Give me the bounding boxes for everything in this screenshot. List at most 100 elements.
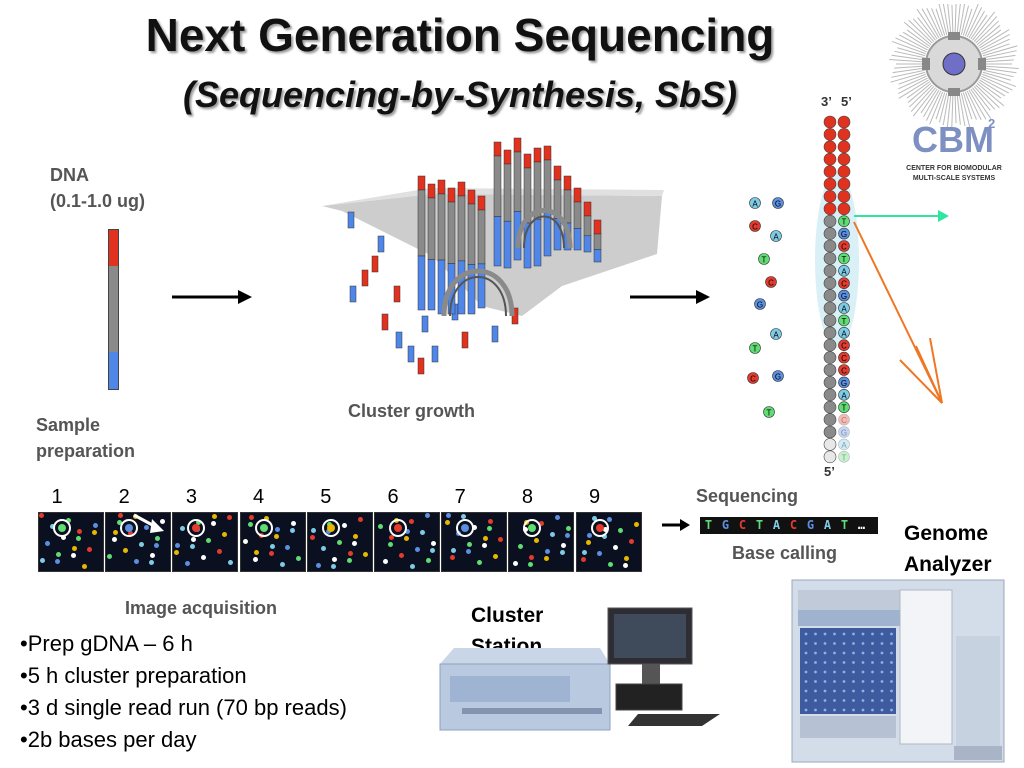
cluster-spot — [399, 553, 404, 558]
cluster-column-top — [417, 175, 426, 191]
strand-nucleotide — [823, 400, 837, 414]
synthesized-base-T — [838, 314, 850, 327]
cluster-spot — [56, 552, 61, 557]
genome-analyzer-label-1: Genome — [904, 522, 989, 545]
cluster-spot — [180, 526, 186, 531]
cluster-spot — [61, 535, 66, 540]
cluster-spot — [253, 550, 259, 555]
strand-nucleotide — [823, 413, 837, 426]
logo-superscript: 2 — [988, 116, 995, 131]
strand-nucleotide — [823, 388, 837, 402]
strand-nucleotide — [823, 276, 837, 290]
synthesized-base-C — [838, 277, 850, 289]
strand-nucleotide — [823, 450, 837, 464]
free-nucleotide-A — [770, 230, 782, 242]
cycle-image-frame — [239, 512, 306, 572]
cluster-spot — [274, 527, 280, 532]
cluster-column-base — [437, 259, 446, 315]
synthesized-base-A — [838, 327, 850, 339]
base-call-letter: G — [806, 518, 815, 532]
cluster-column-mid — [583, 215, 592, 237]
cycle-image-frame — [374, 512, 440, 572]
synthesized-base-G — [838, 289, 850, 302]
base-call-letter: A — [823, 518, 832, 532]
bullet-item: •2b bases per day — [20, 727, 197, 752]
synthesized-base-label: G — [841, 429, 847, 438]
tracked-cluster-ring — [53, 519, 71, 537]
strand-3prime-label: 3’ — [821, 94, 832, 109]
strand-5prime-top-label: 5’ — [841, 94, 852, 109]
cluster-column-top — [467, 189, 476, 205]
base-call-letter: C — [738, 518, 747, 532]
strand-nucleotide — [823, 301, 837, 315]
free-nucleotide-label: A — [773, 233, 779, 242]
strand-nucleotide — [823, 227, 837, 240]
base-call-letter: T — [755, 518, 764, 532]
free-nucleotide-G — [772, 197, 784, 209]
synthesized-base-label: G — [841, 292, 847, 301]
cluster-spot — [539, 521, 545, 526]
synthesized-base-label: A — [841, 391, 847, 400]
cluster-column-top — [437, 179, 446, 195]
cluster-spot — [227, 515, 233, 520]
cluster-column-mid — [563, 189, 572, 224]
free-nucleotide-label: T — [753, 345, 758, 354]
cluster-spot — [628, 539, 634, 544]
synthesized-base-label: C — [841, 367, 847, 376]
cycle-number: 3 — [185, 486, 197, 508]
strand-nucleotide — [823, 326, 837, 340]
synthesized-base-G — [838, 426, 850, 438]
cluster-spot — [118, 513, 124, 518]
cluster-spot — [155, 536, 161, 541]
cycle-number: 8 — [521, 486, 533, 508]
cluster-spot — [426, 558, 431, 563]
cluster-spot — [545, 549, 551, 554]
cluster-spot — [409, 519, 414, 524]
free-nucleotide-label: A — [752, 200, 758, 209]
synthesized-base-C — [838, 413, 850, 426]
cluster-spot — [555, 515, 561, 520]
cluster-column-top — [427, 183, 436, 199]
cluster-spot — [315, 563, 321, 568]
cluster-spot — [279, 562, 285, 567]
cluster-station-instrument — [439, 607, 720, 731]
synthesized-base-C — [838, 240, 850, 252]
cluster-growth-diagram — [322, 137, 664, 375]
cluster-spot — [66, 518, 71, 523]
synthesized-base-C — [838, 364, 850, 376]
cluster-spot — [601, 534, 607, 539]
cluster-spot — [309, 535, 315, 540]
cluster-spot — [206, 538, 212, 543]
cluster-spot — [139, 542, 145, 547]
cluster-column-top — [573, 187, 582, 203]
cluster-spot — [445, 520, 451, 525]
cluster-spot — [528, 562, 534, 567]
strand-5prime-bottom-label: 5’ — [824, 464, 835, 479]
strand-nucleotide — [823, 314, 837, 327]
cluster-spot — [483, 536, 489, 541]
cluster-spot — [487, 526, 493, 531]
base-call-letter: T — [704, 518, 713, 532]
cluster-column-top — [543, 145, 552, 161]
cluster-spot — [347, 551, 353, 556]
cluster-spot — [289, 528, 295, 533]
free-nucleotide-C — [765, 276, 777, 288]
cluster-column-base — [583, 235, 592, 253]
cluster-spot — [331, 557, 337, 562]
cluster-column-base — [503, 220, 512, 269]
synthesized-base-label: C — [841, 243, 847, 252]
cluster-spot — [252, 557, 258, 562]
cluster-spot — [404, 536, 409, 541]
cluster-spot — [310, 528, 316, 533]
synthesized-base-label: C — [841, 342, 847, 351]
synthesized-base-label: C — [841, 416, 847, 425]
cluster-spot — [420, 530, 425, 535]
cluster-spot — [389, 535, 394, 540]
cluster-spot — [154, 543, 160, 548]
cluster-spot — [201, 555, 207, 560]
free-nucleotide-label: C — [752, 223, 758, 232]
synthesized-base-label: A — [841, 305, 847, 314]
cluster-spot — [50, 524, 55, 529]
strand-nucleotide — [837, 115, 851, 129]
